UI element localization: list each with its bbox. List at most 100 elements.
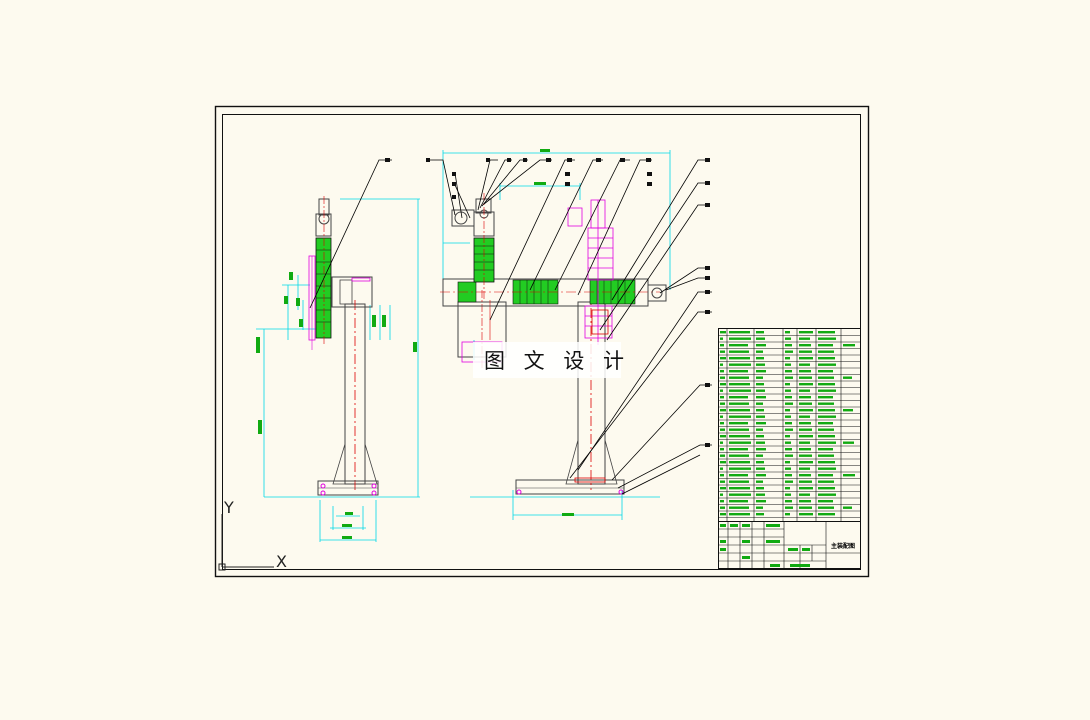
bom-cell-mark [756, 383, 764, 386]
bom-cell-mark [756, 363, 765, 366]
bom-cell-mark [720, 474, 724, 477]
bom-cell-mark [799, 422, 811, 425]
bom-cell-mark [729, 370, 748, 373]
bom-cell-mark [785, 422, 792, 425]
bom-cell-mark [720, 513, 726, 516]
bom-cell-mark [818, 370, 833, 373]
bom-cell-mark [720, 506, 725, 509]
bom-cell-mark [799, 363, 810, 366]
bom-cell-mark [729, 344, 748, 347]
bom-cell-mark [818, 383, 835, 386]
bom-cell-mark [729, 513, 750, 516]
bom-cell-mark [756, 467, 765, 470]
bom-cell-mark [720, 500, 724, 503]
outer-sheet-frame [214, 105, 870, 578]
bom-cell-mark [785, 513, 790, 516]
bom-cell-mark [729, 389, 751, 392]
bom-cell-mark [729, 383, 750, 386]
bom-cell-mark [729, 396, 748, 399]
bom-cell-mark [818, 363, 836, 366]
bom-cell-mark [818, 357, 835, 360]
bom-cell-mark [818, 389, 836, 392]
bom-cell-mark [756, 454, 763, 457]
bom-cell-mark [843, 409, 853, 412]
bom-cell-mark [756, 344, 766, 347]
bom-cell-mark [799, 441, 810, 444]
bom-cell-mark [785, 480, 793, 483]
bom-cell-mark [785, 376, 793, 379]
bom-cell-mark [785, 402, 793, 405]
front-view-dimensions [442, 150, 671, 520]
bom-cell-mark [785, 435, 790, 438]
bom-cell-mark [843, 506, 852, 509]
bom-cell-mark [756, 474, 766, 477]
bom-cell-mark [843, 344, 855, 347]
bom-cell-mark [799, 448, 811, 451]
bom-cell-mark [818, 331, 835, 334]
ucs-y-label: Y [223, 498, 234, 517]
bom-cell-mark [818, 376, 834, 379]
bom-cell-mark [799, 461, 813, 464]
bom-cell-mark [799, 480, 812, 483]
bom-cell-mark [729, 493, 751, 496]
bom-cell-mark [720, 396, 724, 399]
bom-cell-mark [720, 454, 725, 457]
bom-cell-mark [799, 428, 812, 431]
bom-cell-mark [785, 448, 792, 451]
ucs-x-label: X [276, 552, 287, 571]
bom-cell-mark [756, 513, 764, 516]
bom-cell-mark [729, 337, 751, 340]
bom-cell-mark [720, 370, 724, 373]
bom-cell-mark [785, 493, 791, 496]
bom-cell-mark [818, 480, 834, 483]
bom-cell-mark [720, 383, 726, 386]
bom-cell-mark [799, 396, 811, 399]
drawing-title: 主装配图 [831, 542, 855, 550]
bom-cell-mark [785, 370, 792, 373]
bom-cell-mark [756, 493, 765, 496]
bom-cell-mark [756, 370, 766, 373]
bom-cell-mark [799, 493, 810, 496]
bom-cell-mark [818, 337, 836, 340]
bom-cell-mark [756, 448, 766, 451]
balloon-marks [385, 158, 710, 447]
bom-cell-mark [720, 428, 725, 431]
bom-cell-mark [799, 337, 810, 340]
bom-cell-mark [756, 331, 764, 334]
side-boom-section [315, 237, 332, 339]
bom-cell-mark [785, 415, 791, 418]
bom-cell-mark [799, 454, 812, 457]
bom-cell-mark [785, 474, 792, 477]
bom-cell-mark [720, 422, 724, 425]
bom-cell-mark [729, 363, 751, 366]
bom-cell-mark [720, 415, 723, 418]
bom-cell-mark [756, 337, 765, 340]
bom-cell-mark [729, 506, 749, 509]
bom-cell-mark [785, 500, 792, 503]
bom-cell-mark [756, 422, 766, 425]
bom-cell-mark [756, 389, 765, 392]
bom-cell-mark [785, 331, 790, 334]
bom-cell-mark [785, 454, 793, 457]
bom-cell-mark [818, 422, 833, 425]
bom-cell-mark [799, 467, 810, 470]
bom-cell-mark [729, 428, 749, 431]
side-view-dimensions [256, 198, 420, 542]
bom-cell-mark [729, 415, 751, 418]
bom-cell-mark [799, 376, 812, 379]
bom-cell-mark [785, 383, 790, 386]
bom-cell-mark [799, 435, 813, 438]
bom-cell-mark [720, 363, 723, 366]
bom-cell-mark [799, 513, 813, 516]
bom-cell-mark [756, 500, 766, 503]
bom-cell-mark [818, 428, 834, 431]
bom-cell-mark [785, 428, 793, 431]
bom-cell-mark [729, 500, 748, 503]
bom-cell-mark [729, 331, 750, 334]
bom-cell-mark [756, 435, 764, 438]
bom-cell-mark [729, 441, 751, 444]
bom-cell-mark [785, 409, 790, 412]
front-base-plate [515, 479, 625, 495]
bom-cell-mark [818, 500, 833, 503]
